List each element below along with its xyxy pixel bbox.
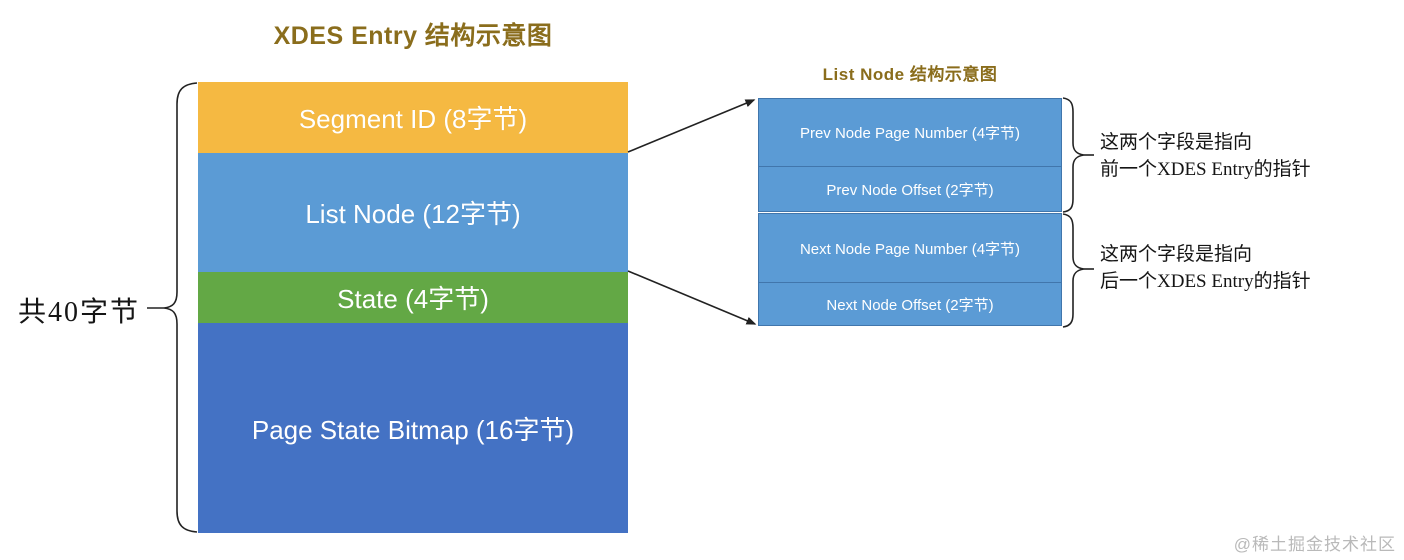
next-pointer-annotation-line2: 后一个XDES Entry的指针 xyxy=(1100,271,1311,292)
list-node-bottom-arrow xyxy=(627,270,757,325)
xdes-entry-diagram-title: XDES Entry 结构示意图 xyxy=(273,22,553,50)
prev-pointer-annotation: 这两个字段是指向 前一个XDES Entry的指针 xyxy=(1100,129,1311,183)
row-prev-node-page-number: Prev Node Page Number (4字节) xyxy=(758,98,1062,167)
prev-pointer-annotation-line2: 前一个XDES Entry的指针 xyxy=(1100,159,1311,180)
row-prev-node-offset: Prev Node Offset (2字节) xyxy=(758,166,1062,212)
block-page-state-bitmap: Page State Bitmap (16字节) xyxy=(198,323,628,533)
block-state: State (4字节) xyxy=(198,272,628,323)
total-bytes-label: 共40字节 xyxy=(17,297,140,328)
next-pointer-annotation: 这两个字段是指向 后一个XDES Entry的指针 xyxy=(1100,241,1311,295)
row-next-node-offset: Next Node Offset (2字节) xyxy=(758,282,1062,326)
row-next-node-page-number: Next Node Page Number (4字节) xyxy=(758,213,1062,283)
next-pointer-annotation-line1: 这两个字段是指向 xyxy=(1100,244,1253,265)
list-node-structure-box: Prev Node Page Number (4字节) Prev Node Of… xyxy=(758,98,1062,326)
watermark-text: @稀土掘金技术社区 xyxy=(1233,535,1396,554)
left-total-brace xyxy=(163,82,198,533)
block-segment-id: Segment ID (8字节) xyxy=(198,82,628,153)
prev-pointer-annotation-line1: 这两个字段是指向 xyxy=(1100,132,1253,153)
next-rows-brace xyxy=(1062,213,1085,328)
block-list-node: List Node (12字节) xyxy=(198,153,628,272)
list-node-top-arrow xyxy=(627,99,756,153)
xdes-entry-structure-box: Segment ID (8字节) List Node (12字节) State … xyxy=(198,82,628,533)
prev-rows-brace xyxy=(1062,97,1085,213)
list-node-diagram-title: List Node 结构示意图 xyxy=(822,65,998,84)
